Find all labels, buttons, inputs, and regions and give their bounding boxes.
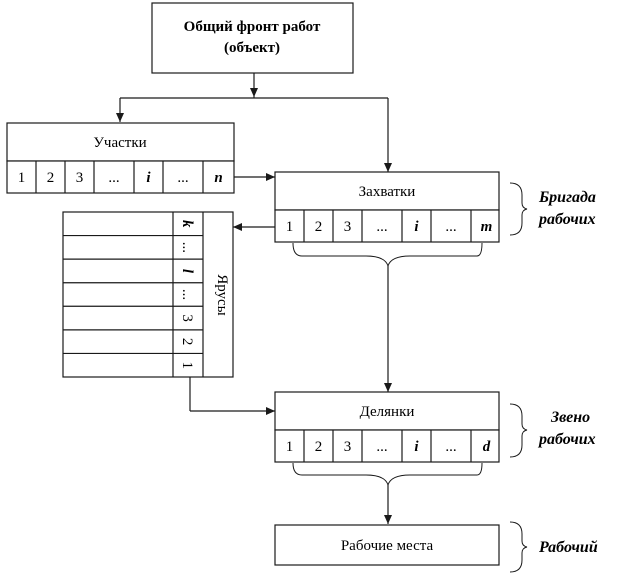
uchastki-cell: ... <box>108 170 119 186</box>
arrow-left-icon <box>233 223 242 231</box>
zakhvatki-cells: 1 2 3... i... m <box>286 210 493 242</box>
yarusy-cell: k <box>179 220 195 228</box>
yarusy-cell: 2 <box>179 338 195 346</box>
delyanki-block: Делянки 1 2 3... i... d <box>274 391 500 463</box>
rabochiy-label: Рабочий <box>538 539 598 556</box>
rabochiy-brace <box>509 521 528 573</box>
delyanki-cells: 1 2 3... i... d <box>286 430 491 462</box>
yarusy-cell: 1 <box>179 361 195 369</box>
arrow-down-icon <box>250 88 258 97</box>
yarusy-block: k... l... 3 2 1 Ярусы <box>62 211 234 378</box>
zakhvatki-cell: 1 <box>286 219 294 235</box>
yarusy-title: Ярусы <box>214 274 230 316</box>
yarusy-cell: l <box>179 269 195 274</box>
delyanki-cell: ... <box>376 439 387 455</box>
zakhvatki-cell: 2 <box>315 219 323 235</box>
rabochie-mesta-block: Рабочие места <box>274 524 500 566</box>
uchastki-cell: 1 <box>18 170 26 186</box>
delyanki-cell: ... <box>445 439 456 455</box>
rabochie-mesta-title: Рабочие места <box>341 538 434 554</box>
uchastki-title: Участки <box>93 135 146 151</box>
zveno-label-line2: рабочих <box>537 431 596 448</box>
uchastki-cells: 1 2 3... i... n <box>18 161 223 193</box>
delyanki-bottom-brace <box>292 462 483 487</box>
uchastki-cell: 3 <box>76 170 84 186</box>
uchastki-cell: ... <box>177 170 188 186</box>
arrow-down-icon <box>384 163 392 172</box>
zakhvatki-cell: m <box>481 219 493 235</box>
yarusy-cell: 3 <box>179 314 195 322</box>
overall-work-front-subtitle: (объект) <box>224 40 280 56</box>
zakhvatki-block: Захватки 1 2 3... i... m <box>274 171 500 243</box>
zakhvatki-cell: ... <box>376 219 387 235</box>
overall-work-front-title: Общий фронт работ <box>184 19 321 35</box>
uchastki-block: Участки 1 2 3... i... n <box>6 122 235 194</box>
zakhvatki-cell: 3 <box>344 219 352 235</box>
delyanki-title: Делянки <box>360 404 415 420</box>
brigada-brace <box>509 182 528 236</box>
zveno-label-line1: Звено <box>550 409 590 426</box>
delyanki-cell: i <box>414 439 419 455</box>
top-connector <box>116 73 392 172</box>
uchastki-cell: 2 <box>47 170 55 186</box>
arrow-down-icon <box>116 113 124 122</box>
delyanki-cell: 2 <box>315 439 323 455</box>
brigada-label-line1: Бригада <box>538 189 596 206</box>
zakhvatki-cell: i <box>414 219 419 235</box>
arrow-down-icon <box>384 383 392 392</box>
uchastki-cell: i <box>146 170 151 186</box>
delyanki-cell: d <box>483 439 491 455</box>
zakhvatki-cell: ... <box>445 219 456 235</box>
delyanki-cell: 3 <box>344 439 352 455</box>
arrow-right-icon <box>266 173 275 181</box>
yarusy-rows: k... l... 3 2 1 <box>63 220 203 369</box>
zveno-brace <box>509 403 528 458</box>
arrow-down-icon <box>384 515 392 524</box>
zakhvatki-title: Захватки <box>359 184 416 200</box>
zakhvatki-bottom-brace <box>292 242 483 268</box>
arrow-right-icon <box>266 407 275 415</box>
overall-work-front-box: Общий фронт работ (объект) <box>151 2 354 74</box>
brigada-label-line2: рабочих <box>537 211 596 228</box>
yarusy-cell: ... <box>179 289 195 300</box>
uchastki-cell: n <box>214 170 222 186</box>
delyanki-cell: 1 <box>286 439 294 455</box>
yarusy-cell: ... <box>179 242 195 253</box>
